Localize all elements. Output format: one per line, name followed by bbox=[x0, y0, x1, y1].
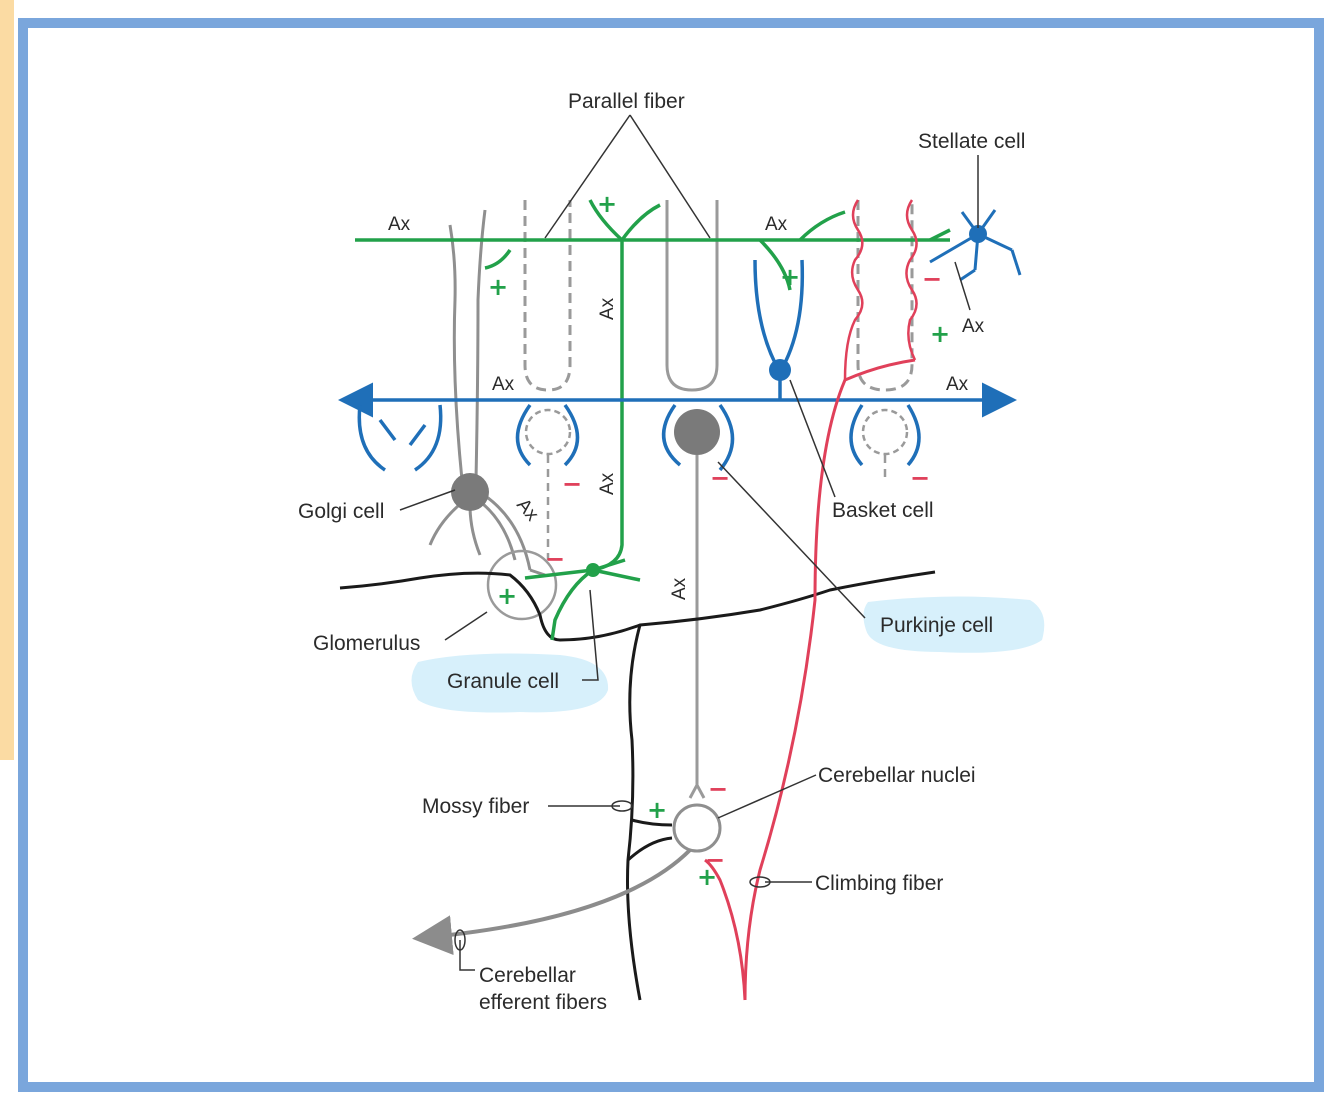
sign-minus: − bbox=[910, 464, 930, 492]
basket-cell bbox=[338, 259, 1017, 472]
sign-plus: + bbox=[497, 582, 517, 610]
sign-minus: − bbox=[710, 464, 730, 492]
label-basket-cell: Basket cell bbox=[832, 499, 934, 522]
sign-plus: + bbox=[647, 796, 667, 824]
leader-lines bbox=[399, 114, 979, 971]
basket-soma bbox=[769, 359, 791, 381]
label-cerebellar-nuclei: Cerebellar nuclei bbox=[818, 764, 976, 787]
label-stellate-cell: Stellate cell bbox=[918, 130, 1025, 153]
label-glomerulus: Glomerulus bbox=[313, 632, 420, 655]
label-purkinje-cell: Purkinje cell bbox=[880, 614, 993, 637]
sign-plus: + bbox=[780, 263, 800, 291]
ax-label: Ax bbox=[492, 374, 515, 395]
purkinje-dendrites bbox=[523, 200, 914, 392]
sign-minus: − bbox=[708, 775, 728, 803]
granule-soma bbox=[586, 563, 600, 577]
sign-plus: + bbox=[597, 190, 617, 218]
label-granule-cell: Granule cell bbox=[447, 670, 559, 693]
stellate-soma bbox=[969, 225, 987, 243]
label-climbing-fiber: Climbing fiber bbox=[815, 872, 943, 895]
ax-label: Ax bbox=[597, 472, 618, 495]
sign-plus: + bbox=[697, 863, 717, 891]
purkinje-somata bbox=[524, 408, 909, 560]
climbing-fiber bbox=[704, 199, 918, 1001]
golgi-soma bbox=[451, 473, 489, 511]
label-parallel-fiber: Parallel fiber bbox=[568, 90, 685, 113]
efferent-fiber bbox=[412, 848, 692, 956]
sign-minus: − bbox=[922, 265, 942, 293]
left-margin-strip bbox=[0, 0, 14, 760]
glomerulus-circle bbox=[486, 549, 558, 621]
sign-plus: + bbox=[488, 273, 508, 301]
purkinje-axon bbox=[688, 455, 706, 799]
ax-label: Ax bbox=[597, 297, 618, 320]
granule-cell-highlight bbox=[411, 653, 609, 713]
sign-minus: − bbox=[545, 545, 565, 573]
figure-frame bbox=[18, 18, 1324, 1092]
ax-label: Ax bbox=[512, 495, 543, 526]
ax-label: Ax bbox=[962, 316, 985, 337]
ax-label: Ax bbox=[765, 214, 788, 235]
label-mossy-fiber: Mossy fiber bbox=[422, 795, 529, 818]
label-golgi-cell: Golgi cell bbox=[298, 500, 384, 523]
sign-minus: − bbox=[705, 846, 725, 874]
sign-minus: − bbox=[562, 470, 582, 498]
ax-label: Ax bbox=[946, 374, 969, 395]
ax-label: Ax bbox=[388, 214, 411, 235]
synapse-signs: + + + + + + + − − − − − − − bbox=[488, 190, 950, 891]
label-efferent-line1: Cerebellar bbox=[479, 964, 576, 987]
sign-plus: + bbox=[930, 320, 950, 348]
purkinje-cell-highlight bbox=[863, 596, 1045, 653]
ax-label: Ax bbox=[669, 577, 690, 600]
label-efferent-line2: efferent fibers bbox=[479, 991, 607, 1014]
cerebellar-nuclei-cell bbox=[672, 803, 722, 853]
stellate-cell bbox=[929, 209, 1022, 282]
